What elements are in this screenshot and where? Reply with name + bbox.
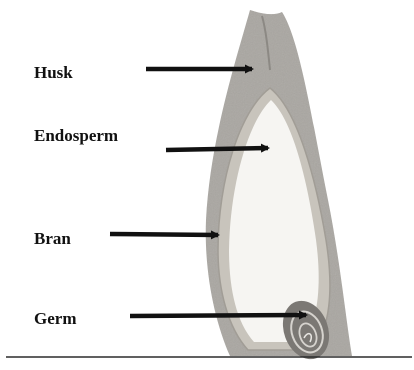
- label-husk: Husk: [34, 63, 73, 82]
- arrow-endosperm: [166, 148, 268, 150]
- label-bran: Bran: [34, 229, 71, 248]
- label-germ: Germ: [34, 309, 76, 328]
- arrow-bran: [110, 234, 218, 235]
- label-endosperm: Endosperm: [34, 126, 118, 145]
- arrow-germ: [130, 315, 306, 316]
